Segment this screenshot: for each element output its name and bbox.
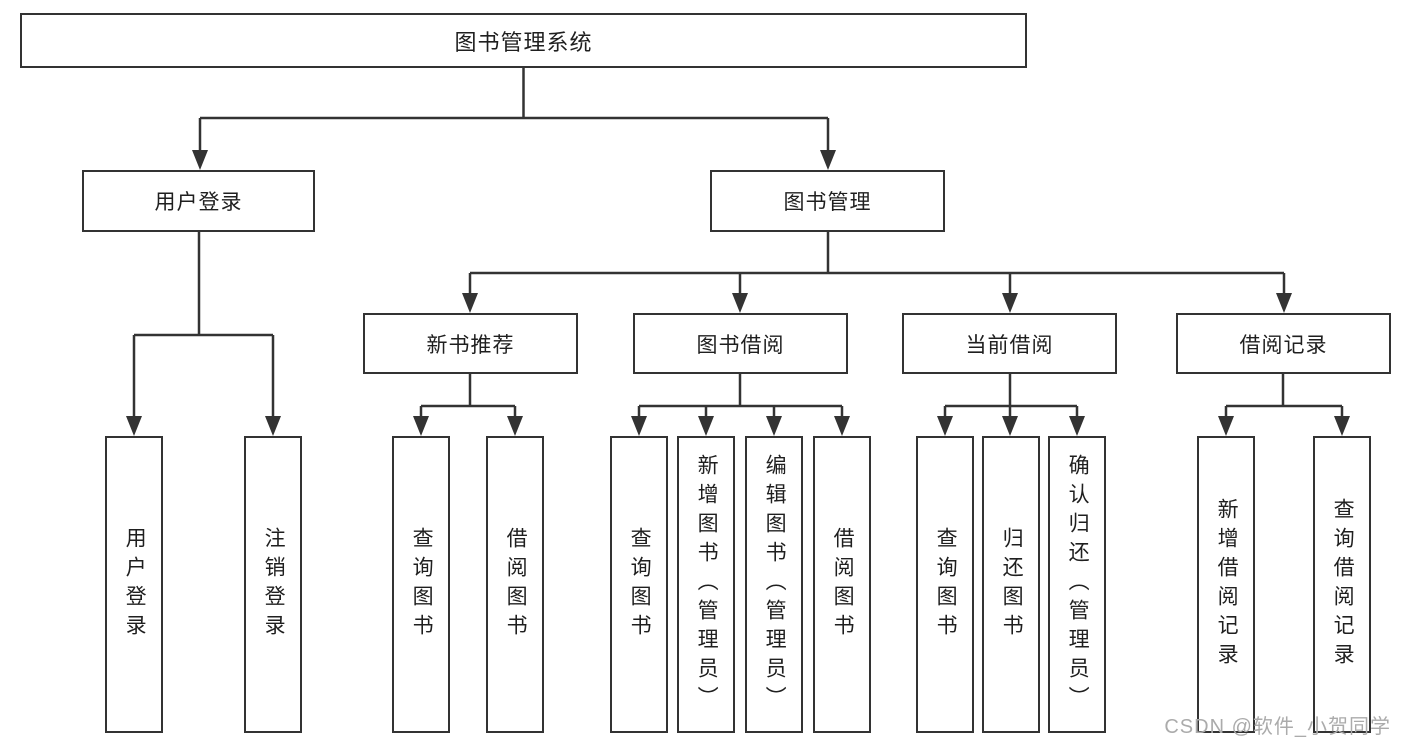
leaf-current-query-book: 查询图书	[916, 436, 974, 733]
leaf-borrow-book-label: 借阅图书	[831, 526, 855, 643]
leaf-logout-label: 注销登录	[262, 526, 286, 643]
leaf-add-borrow-record: 新增借阅记录	[1197, 436, 1255, 733]
connector-recommend-to-leaves	[419, 374, 517, 419]
arrowhead-level2	[192, 150, 836, 170]
leaf-query-borrow-record: 查询借阅记录	[1313, 436, 1371, 733]
node-current-borrow: 当前借阅	[902, 313, 1117, 374]
csdn-watermark: CSDN @软件_小贺同学	[1164, 716, 1391, 738]
connector-records-to-leaves	[1224, 374, 1344, 419]
arrowhead-recommend-leaves	[413, 416, 523, 436]
node-book-mgmt-label: 图书管理	[783, 191, 872, 214]
leaf-borrow-book: 借阅图书	[813, 436, 871, 733]
node-book-mgmt: 图书管理	[710, 170, 945, 232]
leaf-add-borrow-record-label: 新增借阅记录	[1215, 497, 1239, 672]
node-book-borrow: 图书借阅	[633, 313, 848, 374]
node-new-book-recommend: 新书推荐	[363, 313, 578, 374]
leaf-return-book: 归还图书	[982, 436, 1040, 733]
leaf-edit-book-admin: 编辑图书（管理员）	[745, 436, 803, 733]
node-user-login: 用户登录	[82, 170, 315, 232]
leaf-current-query-book-label: 查询图书	[934, 526, 958, 643]
arrowhead-records-leaves	[1218, 416, 1350, 436]
node-user-login-label: 用户登录	[154, 191, 243, 214]
arrowhead-current-leaves	[937, 416, 1085, 436]
node-current-borrow-label: 当前借阅	[965, 333, 1054, 357]
connector-login-to-leaves	[132, 232, 275, 419]
leaf-add-book-admin: 新增图书（管理员）	[677, 436, 735, 733]
arrowhead-borrow-leaves	[631, 416, 850, 436]
leaf-confirm-return-admin-label: 确认归还（管理员）	[1066, 454, 1090, 715]
connector-borrow-to-leaves	[637, 374, 844, 419]
leaf-recommend-borrow-book: 借阅图书	[486, 436, 544, 733]
leaf-query-borrow-record-label: 查询借阅记录	[1331, 497, 1355, 672]
leaf-borrow-query-book-label: 查询图书	[628, 526, 652, 643]
leaf-user-login: 用户登录	[105, 436, 163, 733]
leaf-recommend-query-book-label: 查询图书	[410, 526, 434, 643]
leaf-recommend-borrow-book-label: 借阅图书	[504, 526, 528, 643]
connector-mgmt-to-level3	[468, 232, 1286, 296]
leaf-return-book-label: 归还图书	[1000, 526, 1024, 643]
leaf-confirm-return-admin: 确认归还（管理员）	[1048, 436, 1106, 733]
node-borrow-records: 借阅记录	[1176, 313, 1391, 374]
node-borrow-records-label: 借阅记录	[1239, 333, 1328, 357]
leaf-edit-book-admin-label: 编辑图书（管理员）	[763, 454, 787, 715]
connector-root-to-level2	[198, 68, 830, 153]
node-root: 图书管理系统	[20, 13, 1027, 68]
leaf-borrow-query-book: 查询图书	[610, 436, 668, 733]
arrowhead-login-leaves	[126, 416, 281, 436]
node-root-label: 图书管理系统	[454, 29, 593, 55]
leaf-user-login-label: 用户登录	[123, 526, 147, 643]
node-book-borrow-label: 图书借阅	[696, 333, 785, 357]
node-new-book-recommend-label: 新书推荐	[426, 333, 515, 357]
leaf-logout: 注销登录	[244, 436, 302, 733]
leaf-recommend-query-book: 查询图书	[392, 436, 450, 733]
arrowhead-level3	[462, 293, 1292, 313]
connector-current-to-leaves	[943, 374, 1079, 419]
leaf-add-book-admin-label: 新增图书（管理员）	[695, 454, 719, 715]
